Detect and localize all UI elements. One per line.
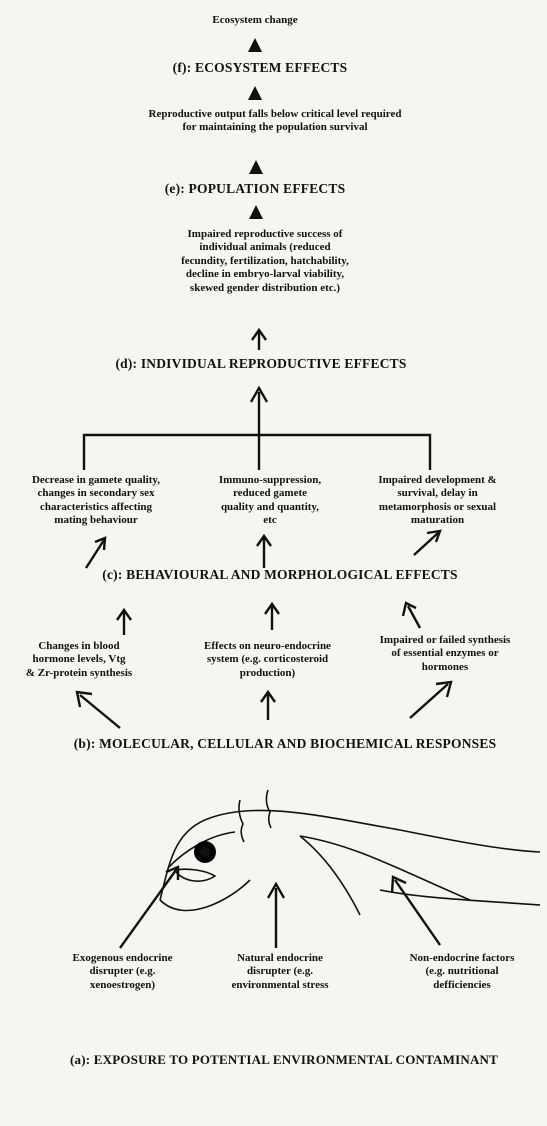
arrow-a-right [394, 879, 441, 946]
level-a-title: : EXPOSURE TO POTENTIAL ENVIRONMENTAL CO… [85, 1052, 499, 1067]
level-c-heading: (c): BEHAVIOURAL AND MORPHOLOGICAL EFFEC… [50, 567, 510, 583]
level-d-title: : INDIVIDUAL REPRODUCTIVE EFFECTS [132, 356, 407, 371]
ecosystem-change-text: Ecosystem change [212, 14, 298, 26]
d-right-box: Impaired development & survival, delay i… [378, 474, 497, 527]
a-mid-box: Natural endocrine disrupter (e.g. enviro… [231, 952, 329, 991]
arrow-bb-left [79, 694, 121, 729]
f-description: Reproductive output falls below critical… [148, 108, 402, 134]
fish-illustration [159, 789, 541, 916]
d-left-box: Decrease in gamete quality, changes in s… [31, 474, 161, 527]
arrow-c-left [84, 539, 106, 569]
d-mid-box: Immuno-suppression, reduced gamete quali… [218, 474, 322, 527]
arrow-c-right [413, 532, 439, 556]
c-right-box: Impaired or failed synthesis of essentia… [379, 634, 511, 673]
level-f-heading: (f): ECOSYSTEM EFFECTS [160, 60, 360, 76]
level-b-label: (b) [73, 736, 91, 751]
a-right-box: Non-endocrine factors (e.g. nutritional … [409, 952, 515, 991]
bracket-connector [82, 433, 432, 470]
arrow-to-population-effects [249, 160, 263, 174]
arrow-bb-right [409, 683, 449, 719]
c-mid-box: Effects on neuro-endocrine system (e.g. … [204, 640, 331, 679]
level-b-title: : MOLECULAR, CELLULAR AND BIOCHEMICAL RE… [90, 736, 497, 751]
level-e-title: : POPULATION EFFECTS [180, 181, 346, 196]
level-f-title: : ECOSYSTEM EFFECTS [186, 60, 348, 75]
level-f-label: (f) [172, 60, 187, 75]
e-description: Impaired reproductive success of individ… [181, 228, 349, 294]
level-d-heading: (d): INDIVIDUAL REPRODUCTIVE EFFECTS [76, 356, 446, 372]
level-e-heading: (e): POPULATION EFFECTS [120, 181, 390, 197]
level-a-heading: (a): EXPOSURE TO POTENTIAL ENVIRONMENTAL… [24, 1052, 544, 1068]
arrow-to-f-desc [248, 86, 262, 100]
arrow-to-e-desc [249, 205, 263, 219]
arrow-to-ecosystem-change [248, 38, 262, 52]
c-left-box: Changes in blood hormone levels, Vtg & Z… [25, 640, 133, 679]
arrow-a-left [119, 869, 177, 949]
a-left-box: Exogenous endocrine disrupter (e.g. xeno… [72, 952, 173, 991]
level-d-label: (d) [115, 356, 133, 371]
arrow-b-right [406, 605, 422, 629]
level-e-label: (e) [164, 181, 181, 196]
level-b-heading: (b): MOLECULAR, CELLULAR AND BIOCHEMICAL… [30, 736, 540, 752]
level-c-title: : BEHAVIOURAL AND MORPHOLOGICAL EFFECTS [117, 567, 458, 582]
level-a-label: (a) [69, 1052, 86, 1067]
level-c-label: (c) [102, 567, 118, 582]
